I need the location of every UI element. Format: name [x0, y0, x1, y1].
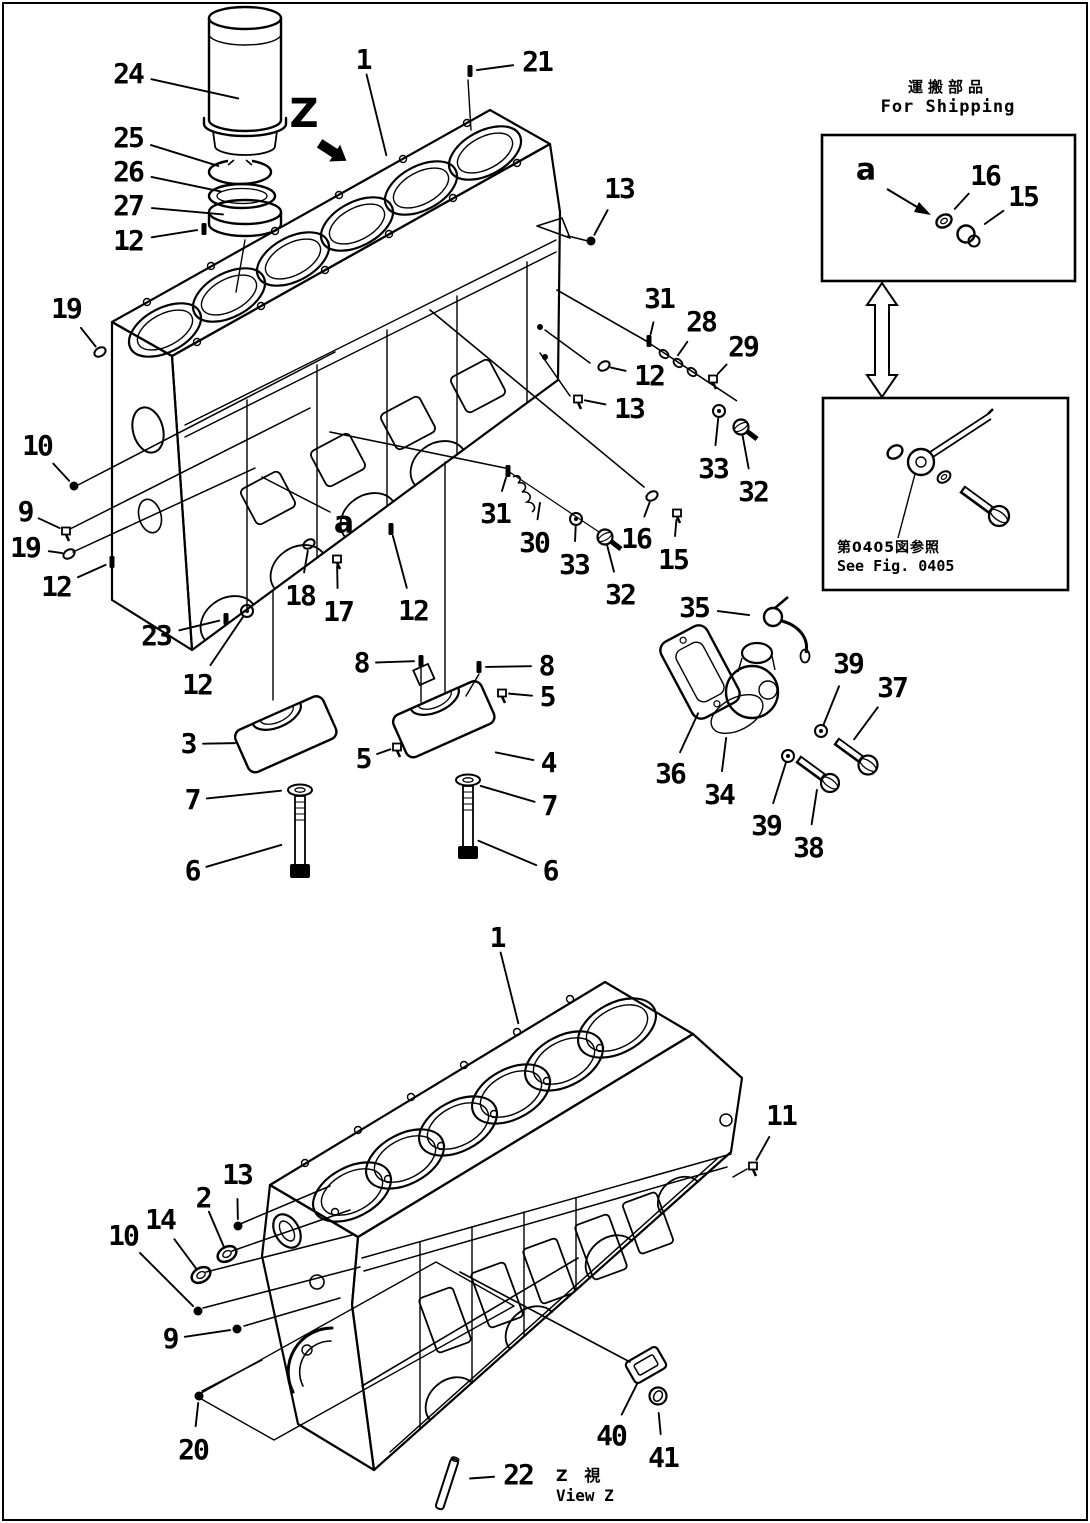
- see-fig-box: [821, 396, 1070, 592]
- callout-34: 34: [704, 778, 736, 811]
- callout-38: 38: [793, 831, 825, 864]
- callout-6: 6: [184, 854, 202, 887]
- callout-29: 29: [728, 330, 760, 363]
- callout-31: 31: [480, 497, 512, 530]
- drain-cock-and-plugs: [507, 342, 738, 537]
- callout-37: 37: [877, 671, 909, 704]
- callout-40: 40: [596, 1419, 628, 1452]
- callout-8: 8: [538, 649, 556, 682]
- callout-9: 9: [162, 1322, 180, 1355]
- callout-26: 26: [113, 155, 145, 188]
- callout-33: 33: [559, 548, 591, 581]
- callout-11: 11: [766, 1099, 798, 1132]
- cylinder-block-top-view: [69, 79, 649, 703]
- callout-27: 27: [113, 189, 145, 222]
- cylinder-block-view-z: [195, 980, 748, 1511]
- callout-32: 32: [738, 475, 770, 508]
- callout-39: 39: [833, 647, 865, 680]
- callout-6: 6: [542, 854, 560, 887]
- callout-28: 28: [686, 305, 718, 338]
- callout-16: 16: [621, 522, 653, 555]
- callout-12: 12: [113, 224, 145, 257]
- callout-8: 8: [353, 646, 371, 679]
- shipping-title-japanese: 運搬部品: [907, 78, 989, 96]
- liner-seal-rings: [207, 157, 283, 238]
- main-bearing-cap-3: [233, 695, 338, 774]
- see-fig-note-japanese: 第0405図参照: [837, 540, 940, 556]
- callout-16: 16: [970, 159, 1002, 192]
- callout-1: 1: [489, 921, 507, 954]
- callout-14: 14: [145, 1203, 177, 1236]
- callout-13: 13: [222, 1158, 254, 1191]
- callout-22: 22: [503, 1458, 535, 1491]
- cap-bolt-6-left: [287, 783, 313, 878]
- callout-10: 10: [22, 429, 54, 462]
- view-z-caption-japanese: Z 視: [556, 1466, 601, 1485]
- callout-12: 12: [398, 594, 430, 627]
- see-fig-note: 第0405図参照 See Fig. 0405: [837, 537, 954, 575]
- callout-7: 7: [541, 789, 559, 822]
- view-z-caption-english: View Z: [556, 1486, 614, 1505]
- callout-7: 7: [184, 783, 202, 816]
- callout-5: 5: [539, 680, 557, 713]
- callout-21: 21: [522, 45, 554, 78]
- callout-15: 15: [658, 543, 690, 576]
- callout-13: 13: [614, 392, 646, 425]
- callout-12: 12: [41, 570, 73, 603]
- callout-3: 3: [180, 727, 198, 760]
- see-fig-note-english: See Fig. 0405: [837, 557, 955, 575]
- water-outlet-assembly: [659, 596, 879, 794]
- callout-12: 12: [182, 668, 214, 701]
- callout-30: 30: [519, 526, 551, 559]
- callout-1: 1: [355, 43, 373, 76]
- cap-bolt-6-right: [455, 773, 481, 859]
- view-z-caption: Z 視 View Z: [556, 1462, 614, 1505]
- callout-5: 5: [355, 742, 373, 775]
- callout-31: 31: [644, 282, 676, 315]
- callout-17: 17: [323, 595, 355, 628]
- callout-23: 23: [141, 619, 173, 652]
- callout-10: 10: [108, 1219, 140, 1252]
- callout-36: 36: [655, 757, 687, 790]
- callout-19: 19: [51, 292, 83, 325]
- callout-15: 15: [1008, 180, 1040, 213]
- shipping-title-english: For Shipping: [880, 97, 1016, 117]
- callout-18: 18: [285, 579, 317, 612]
- z-view-marker: Z: [289, 91, 319, 137]
- callout-41: 41: [648, 1441, 680, 1474]
- shipping-box-title: 運搬部品 For Shipping: [881, 76, 1016, 117]
- callout-13: 13: [604, 172, 636, 205]
- callout-24: 24: [113, 57, 145, 90]
- callout-layer: [37, 64, 1005, 1480]
- callout-20: 20: [178, 1433, 210, 1466]
- callout-39: 39: [751, 809, 783, 842]
- shipping-box: [820, 133, 1077, 283]
- callout-9: 9: [17, 495, 35, 528]
- callout-4: 4: [540, 746, 558, 779]
- callout-19: 19: [10, 531, 42, 564]
- callout-32: 32: [605, 578, 637, 611]
- callout-35: 35: [679, 591, 711, 624]
- callout-25: 25: [113, 121, 145, 154]
- callout-a: a: [333, 505, 355, 541]
- callout-12: 12: [634, 359, 666, 392]
- z-direction-arrow: [316, 139, 347, 162]
- main-bearing-cap-4: [391, 662, 496, 759]
- callout-2: 2: [195, 1181, 213, 1214]
- callout-33: 33: [698, 452, 730, 485]
- cylinder-liner: [202, 5, 288, 156]
- callout-a: a: [855, 152, 877, 188]
